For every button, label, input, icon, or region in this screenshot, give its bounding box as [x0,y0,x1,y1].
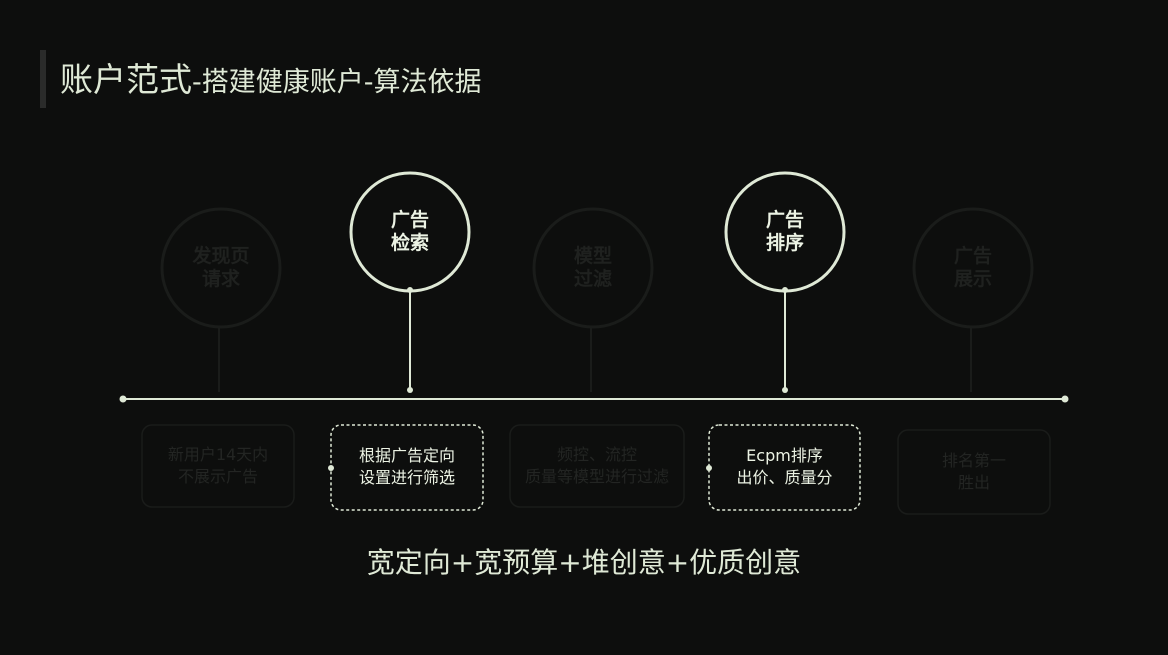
step-5-box [897,429,1051,515]
step-1-box [141,424,295,508]
step-4-connector-top-dot [782,287,788,293]
step-4-box-line-2: 出价、质量分 [736,468,833,487]
step-2-box-dot [328,465,334,471]
step-5-box-line-1: 排名第一 [941,451,1006,470]
page-title-main: 账户范式 [60,60,192,99]
step-1-box-line-2: 不展示广告 [177,467,258,486]
step-3-circle [532,207,654,329]
step-3-box [509,424,685,508]
step-4-connector-bottom-dot [782,387,788,393]
step-1-circle-line-2: 请求 [201,268,240,290]
timeline-start-dot [119,395,127,403]
step-1-box-label: 新用户14天内 不展示广告 [142,444,294,488]
step-5-box-label: 排名第一 胜出 [898,450,1050,494]
step-5-circle-label: 广告 展示 [918,245,1028,291]
step-1-circle [160,207,282,329]
step-2-connector-top-dot [407,287,413,293]
step-2-circle-line-2: 检索 [390,232,429,254]
step-1-box-line-1: 新用户14天内 [167,445,269,464]
step-3-box-line-1: 频控、流控 [556,445,637,464]
step-5-node [897,207,1051,515]
step-3-box-label: 频控、流控 质量等模型进行过滤 [510,444,684,488]
step-4-box [708,424,861,511]
step-5-circle [912,207,1034,329]
step-5-circle-line-2: 展示 [953,268,992,290]
step-4-box-line-1: Ecpm排序 [746,446,823,465]
step-5-circle-line-1: 广告 [953,245,992,267]
step-4-node [706,171,861,511]
step-5-box-line-2: 胜出 [957,473,990,492]
step-4-circle-line-1: 广告 [765,209,804,231]
step-2-circle-line-1: 广告 [390,209,429,231]
step-3-box-line-2: 质量等模型进行过滤 [524,467,669,486]
step-4-box-label: Ecpm排序 出价、质量分 [709,445,860,489]
step-4-box-dot [706,465,712,471]
step-2-node [328,171,484,511]
step-2-box-line-2: 设置进行筛选 [358,468,455,487]
step-1-node [141,207,295,508]
step-1-circle-label: 发现页 请求 [166,245,276,291]
step-2-box-line-1: 根据广告定向 [358,446,455,465]
step-3-node [509,207,685,508]
page-title-sub: -搭建健康账户-算法依据 [192,67,482,98]
step-4-circle-label: 广告 排序 [730,209,840,255]
step-2-box-label: 根据广告定向 设置进行筛选 [331,445,483,489]
footer-formula: 宽定向+宽预算+堆创意+优质创意 [366,546,802,579]
title-accent-bar [40,50,46,108]
timeline-end-dot [1061,395,1069,403]
step-2-connector-bottom-dot [407,387,413,393]
page-title: 账户范式-搭建健康账户-算法依据 [60,56,482,104]
step-3-circle-line-2: 过滤 [573,268,612,290]
step-3-circle-label: 模型 过滤 [538,245,648,291]
step-1-circle-line-1: 发现页 [192,245,250,267]
step-4-circle-line-2: 排序 [765,232,804,254]
step-2-circle-label: 广告 检索 [355,209,465,255]
step-3-circle-line-1: 模型 [573,245,612,267]
